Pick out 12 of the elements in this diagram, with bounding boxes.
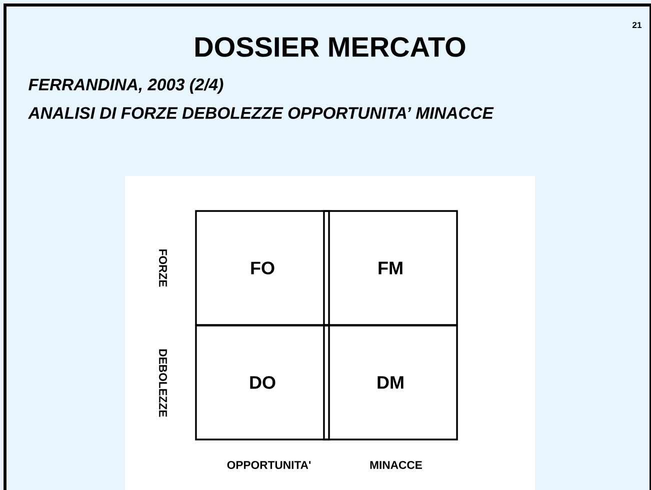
axis-label: OPPORTUNITA' xyxy=(227,461,311,469)
matrix-cell: FM xyxy=(323,210,458,326)
title: DOSSIER MERCATO xyxy=(196,37,466,57)
axis-label: FORZE xyxy=(159,250,167,287)
axis-label: DEBOLEZZE xyxy=(159,349,167,417)
subtitle: ANALISI DI FORZE DEBOLEZZE OPPORTUNITA’ MINACCE xyxy=(28,107,494,119)
matrix-cell: FO xyxy=(195,210,330,326)
matrix-cell: DO xyxy=(195,324,330,440)
axis-label: MINACCE xyxy=(370,461,422,469)
matrix-cell: DM xyxy=(323,324,458,440)
subtitle: FERRANDINA, 2003 (2/4) xyxy=(28,78,224,94)
page-number: 21 xyxy=(632,22,642,28)
